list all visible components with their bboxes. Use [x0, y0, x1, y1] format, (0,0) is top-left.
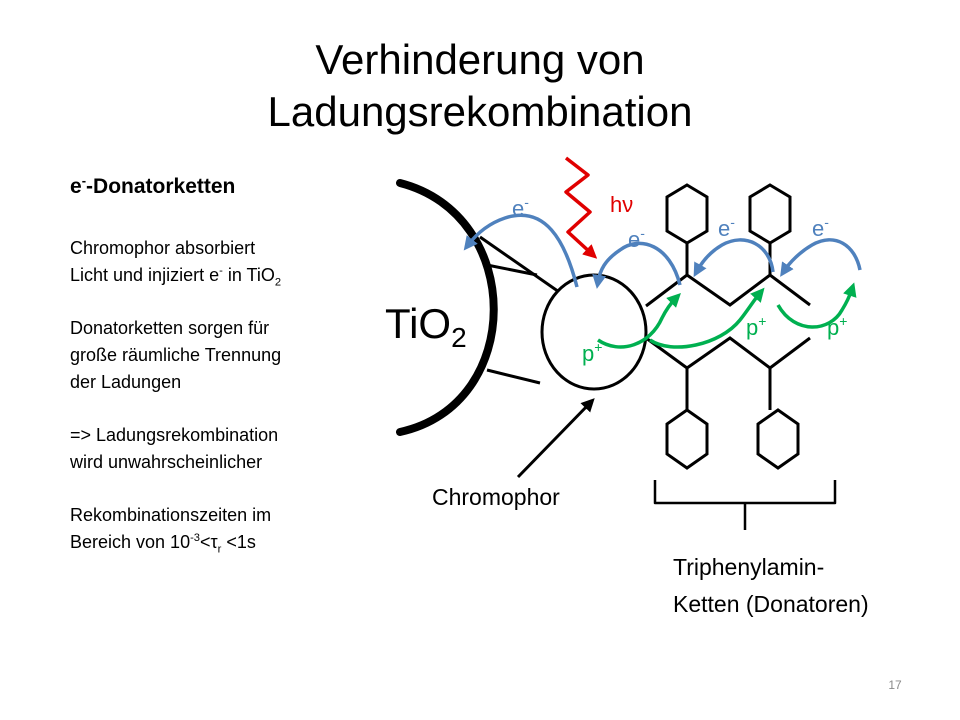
tio2-electrode-arc: [396, 179, 498, 436]
slide-title: Verhinderung von Ladungsrekombination: [0, 34, 960, 138]
paragraph-absorption: Chromophor absorbiert Licht und injizier…: [70, 238, 282, 289]
paragraph-recombination-time: Rekombinationszeiten im Bereich von 10-3…: [70, 505, 272, 556]
electron-arrow-1: [592, 241, 682, 289]
electron-arrow-3: [780, 238, 862, 277]
phenyl-ring-top-1: [665, 183, 709, 245]
donor-chain-brace: [653, 480, 837, 530]
hole-label-2: p+: [746, 313, 766, 340]
photon-arrow: [564, 156, 598, 259]
slide-number: 17: [888, 678, 902, 692]
chromophore-ellipse: [540, 273, 648, 391]
hole-arrow-2: [649, 287, 765, 349]
chromophor-label: Chromophor: [432, 484, 560, 510]
phenyl-ring-bottom-1: [665, 408, 709, 470]
electron-injection-arrow: [463, 213, 579, 288]
hole-label-3: p+: [827, 313, 847, 340]
explanation-text: e--Donatorketten Chromophor absorbiert L…: [70, 173, 390, 582]
phenyl-ring-bottom-2: [756, 408, 800, 470]
chromophor-pointer-arrow: [516, 398, 595, 479]
hv-label: hν: [610, 192, 633, 217]
hole-arrow-3: [776, 282, 857, 329]
title-line-1: Verhinderung von: [315, 36, 645, 83]
electron-label-2: e-: [628, 225, 645, 252]
hole-arrow-1: [597, 293, 681, 349]
donor-chain-lower: [645, 336, 811, 370]
title-line-2: Ladungsrekombination: [267, 88, 693, 135]
phenyl-ring-top-2: [748, 183, 792, 245]
tio2-label: TiO2: [385, 300, 467, 353]
chain-label-line-2: Ketten (Donatoren): [673, 591, 869, 617]
electron-arrow-2: [693, 238, 775, 278]
hole-label-1: p+: [582, 339, 602, 366]
electron-label-3: e-: [718, 214, 735, 241]
donor-chain-backbone: [645, 273, 811, 308]
paragraph-separation: Donatorketten sorgen für große räumliche…: [70, 318, 282, 392]
section-heading: e--Donatorketten: [70, 173, 236, 198]
chain-bonds: [685, 243, 772, 410]
chain-label-line-1: Triphenylamin-: [673, 554, 824, 580]
electron-label-4: e-: [812, 214, 829, 241]
paragraph-conclusion: => Ladungsrekombination wird unwahrschei…: [70, 425, 279, 472]
electron-label-1: e-: [512, 194, 529, 221]
